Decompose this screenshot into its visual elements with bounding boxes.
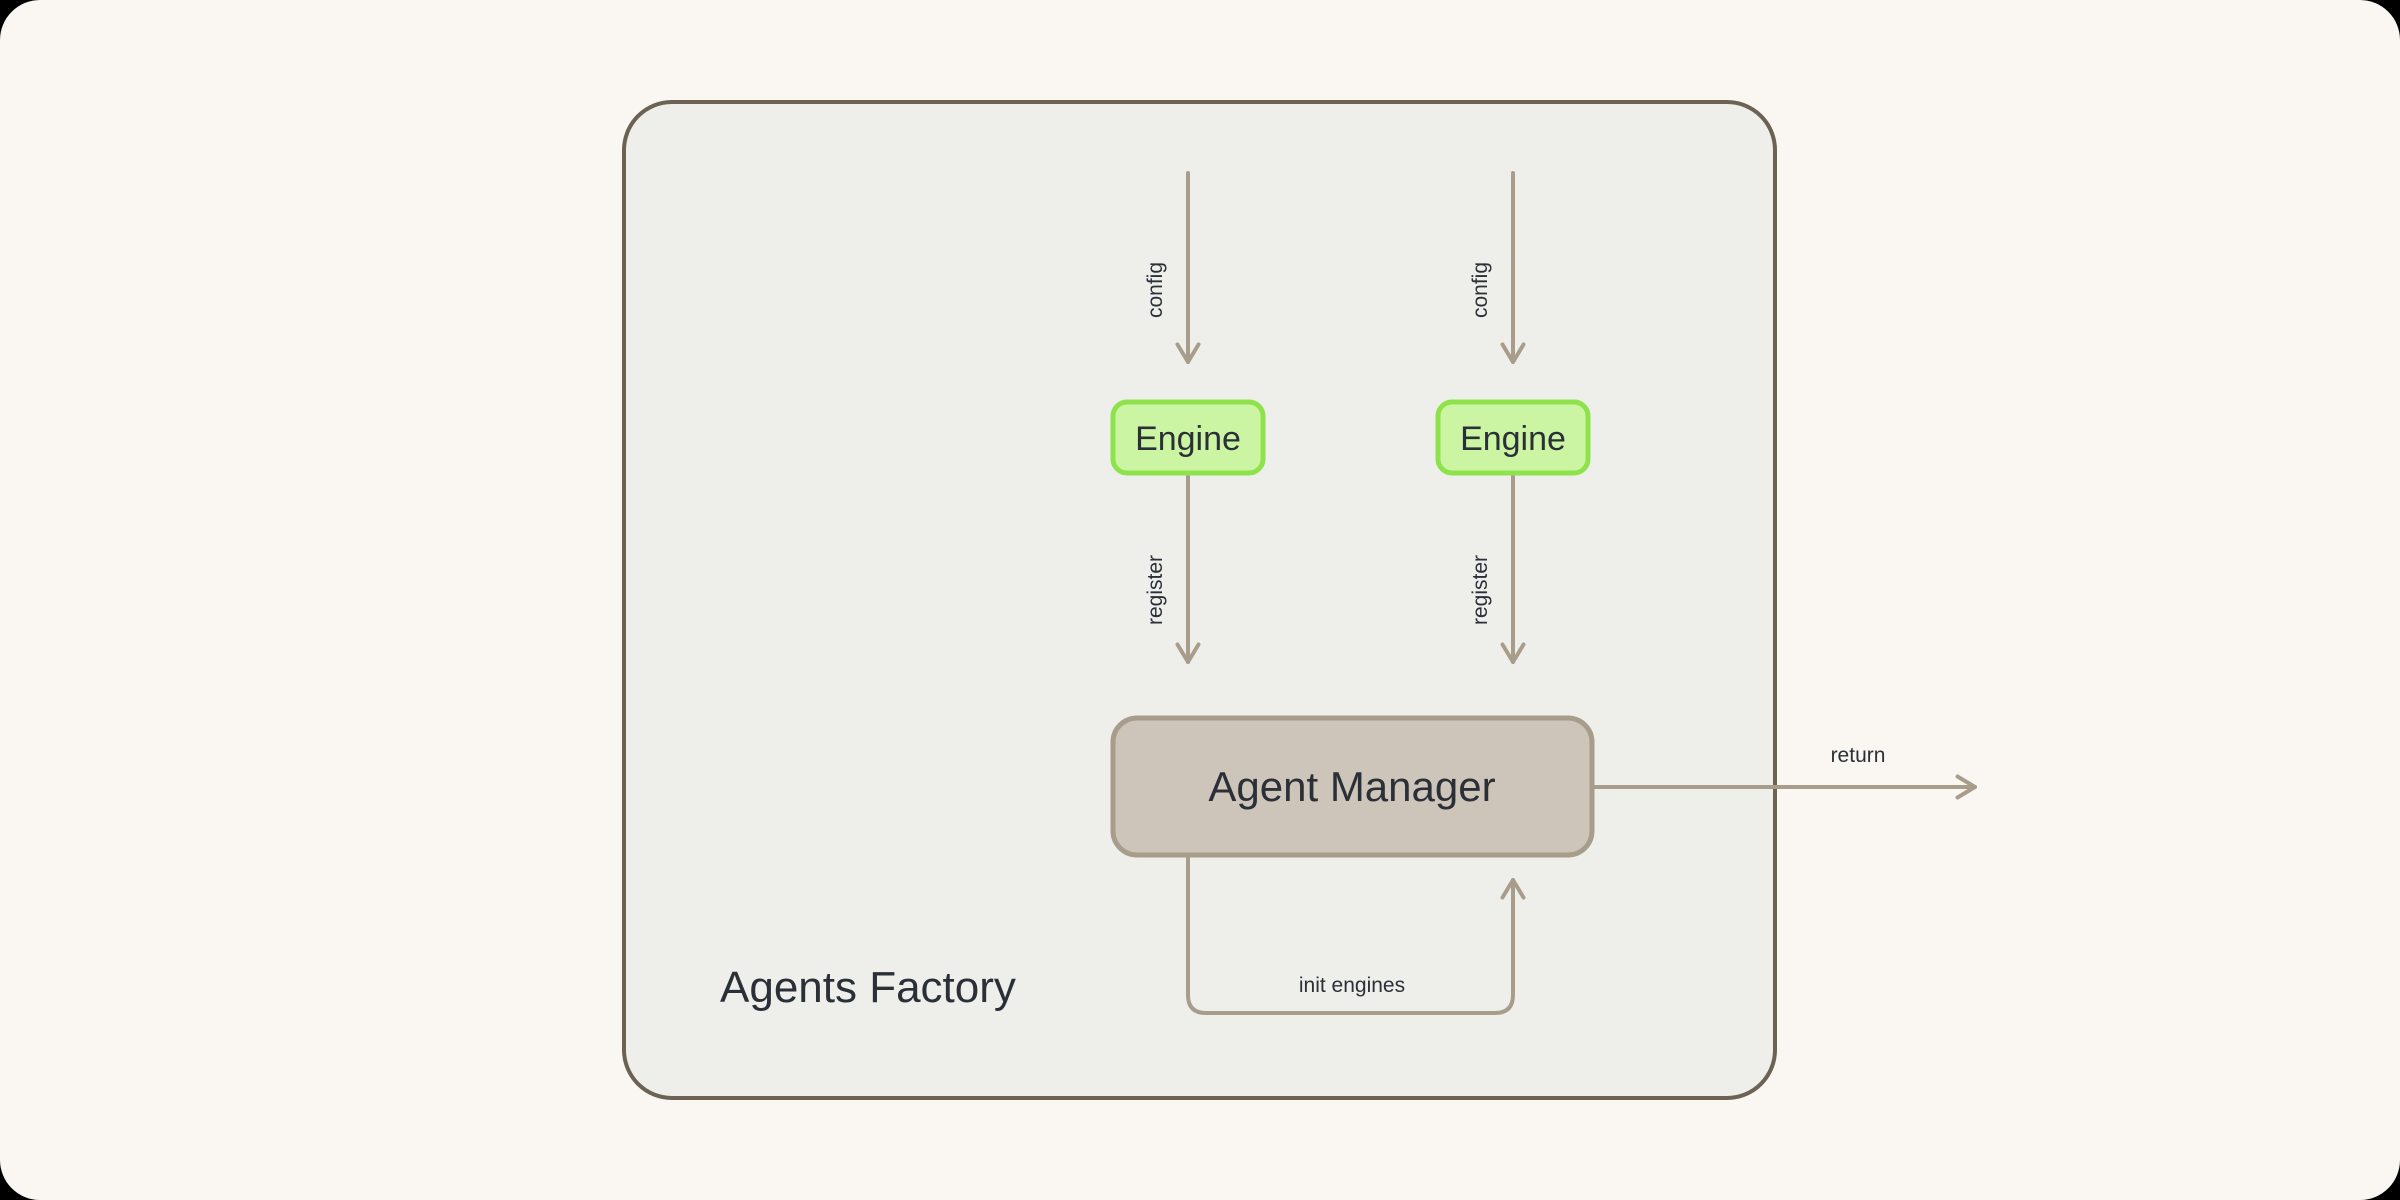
edge-config-2: config: [1469, 171, 1526, 364]
agents-factory-boundary: [622, 100, 1777, 1100]
agent-manager-label: Agent Manager: [1208, 763, 1495, 810]
agents-factory-container: Agents Factory: [622, 100, 1777, 1100]
edge-label-config-2: config: [1469, 262, 1492, 318]
edge-register-2: register: [1469, 471, 1526, 664]
edge-label-init-engines: init engines: [1299, 974, 1405, 997]
edge-config-1: config: [1144, 171, 1201, 364]
edge-label-register-2: register: [1469, 555, 1492, 625]
node-engine-2[interactable]: Engine: [1435, 399, 1591, 476]
engine-1-label: Engine: [1135, 420, 1241, 458]
edge-label-return: return: [1831, 744, 1886, 767]
engine-2-label: Engine: [1460, 420, 1566, 458]
edge-register-1: register: [1144, 471, 1201, 664]
edge-return: return: [1590, 744, 1977, 800]
agent-manager-box[interactable]: [1110, 715, 1595, 858]
init-engines-path: [1186, 855, 1526, 1015]
edge-label-config-1: config: [1144, 262, 1167, 318]
engine-2-box[interactable]: [1435, 399, 1591, 476]
agents-factory-label: Agents Factory: [720, 963, 1016, 1012]
node-agent-manager[interactable]: Agent Manager: [1110, 715, 1595, 858]
edge-label-register-1: register: [1144, 555, 1167, 625]
node-engine-1[interactable]: Engine: [1110, 399, 1266, 476]
engine-1-box[interactable]: [1110, 399, 1266, 476]
edge-init-engines: init engines: [1186, 855, 1526, 1015]
